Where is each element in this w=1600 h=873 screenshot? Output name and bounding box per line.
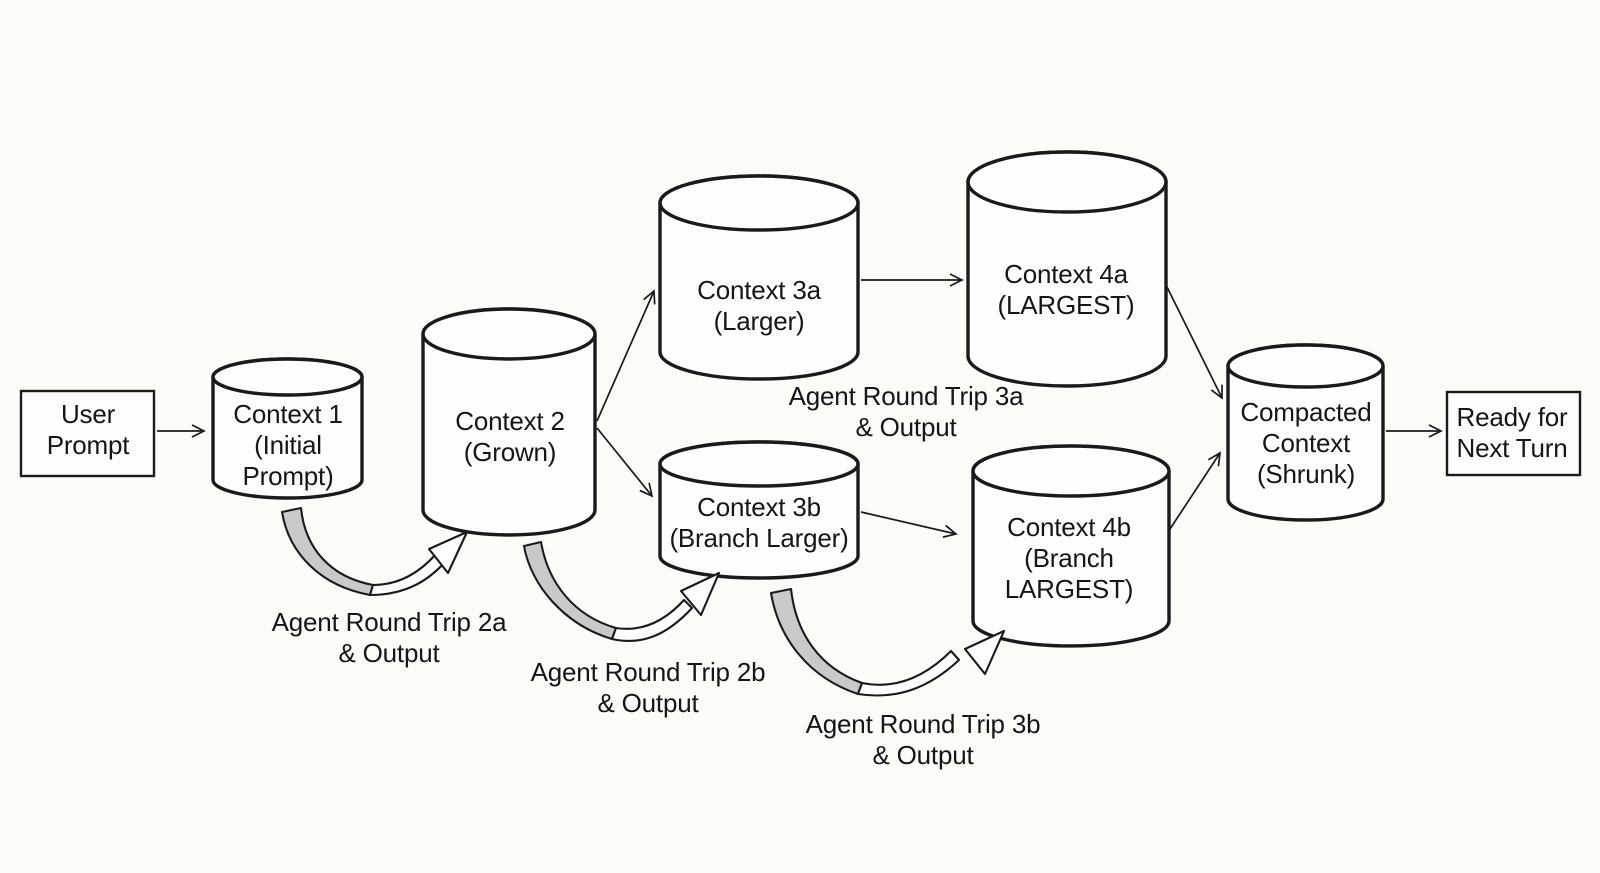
round-trip-3b-label: Agent Round Trip 3b & Output <box>805 709 1041 770</box>
user-prompt-label: User Prompt <box>46 399 130 460</box>
arrow-context4b-to-compacted <box>1167 451 1222 533</box>
round-trip-2b-label: Agent Round Trip 2b & Output <box>530 657 766 718</box>
arrow-context2-to-context3a <box>596 289 656 422</box>
ready-next-turn-box <box>1445 390 1582 477</box>
compacted-context-cylinder <box>1226 343 1385 522</box>
round-trip-3a-label: Agent Round Trip 3a & Output <box>788 381 1024 442</box>
context3b-cylinder <box>658 440 860 580</box>
context4b-label: Context 4b (Branch LARGEST) <box>1004 512 1134 604</box>
context1-label: Context 1 (Initial Prompt) <box>233 399 343 491</box>
arrow-context4a-to-compacted <box>1166 286 1223 400</box>
swoosh-2a-arrowhead-icon <box>427 530 469 575</box>
user-prompt-box <box>19 389 156 478</box>
arrow-context3b-to-context4b <box>860 511 958 538</box>
swoosh-arrow-round-trip-2a <box>280 506 469 597</box>
context2-label: Context 2 (Grown) <box>455 406 565 467</box>
ready-next-turn-label: Ready for Next Turn <box>1456 402 1568 463</box>
swoosh-2b-arrowhead-icon <box>679 571 721 617</box>
context1-cylinder <box>211 357 364 500</box>
context2-cylinder <box>421 307 597 537</box>
arrow-context2-to-context3b <box>596 427 654 498</box>
round-trip-2a-label: Agent Round Trip 2a & Output <box>271 607 507 668</box>
compacted-context-label: Compacted Context (Shrunk) <box>1240 397 1372 489</box>
context3a-cylinder <box>658 174 860 381</box>
context4a-label: Context 4a (LARGEST) <box>997 259 1135 320</box>
context4a-cylinder <box>966 150 1168 388</box>
context4b-cylinder <box>971 444 1171 648</box>
swoosh-arrow-round-trip-2b <box>522 540 721 643</box>
swoosh-arrow-round-trip-3b <box>769 587 1006 697</box>
swoosh-3b-arrowhead-icon <box>963 629 1006 676</box>
context3b-label: Context 3b (Branch Larger) <box>669 492 849 553</box>
context3a-label: Context 3a (Larger) <box>697 275 821 336</box>
